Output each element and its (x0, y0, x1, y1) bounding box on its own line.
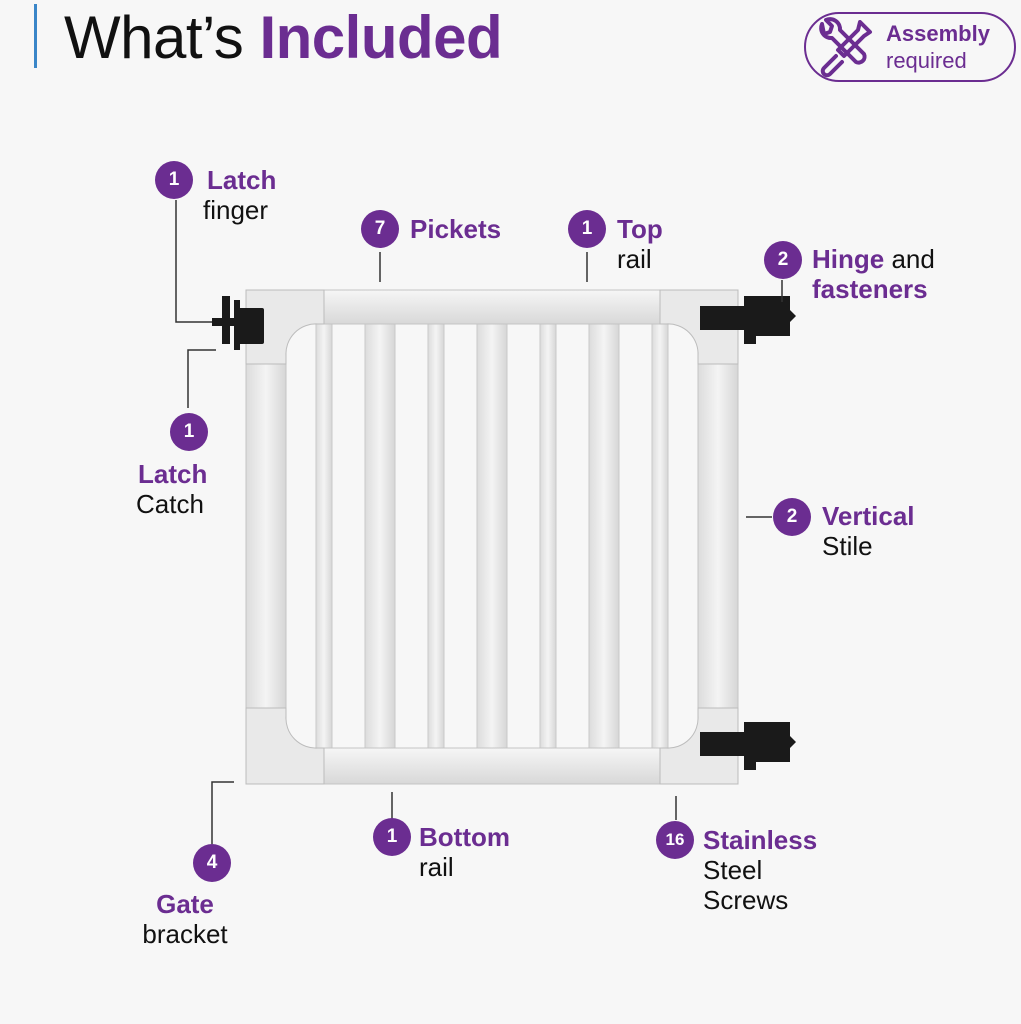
latch-catch-label: Latch Catch (136, 459, 208, 519)
bottom-rail-qty-badge: 1 (373, 818, 411, 856)
pickets-label: Pickets (410, 214, 502, 244)
vertical-stile-label: Vertical Stile (822, 501, 915, 561)
top-rail-qty-badge: 1 (568, 210, 606, 248)
top-rail (245, 289, 739, 325)
latch-finger-qty-badge: 1 (155, 161, 193, 199)
screws-label: Stainless Steel Screws (703, 825, 818, 915)
required-label: required (886, 48, 967, 73)
hinge-hardware (700, 296, 796, 770)
pickets (315, 323, 669, 749)
latch-catch-qty-badge: 1 (170, 413, 208, 451)
vertical-stile-qty-badge: 2 (773, 498, 811, 536)
latch-hardware (212, 296, 264, 350)
screws-qty-badge: 16 (656, 821, 694, 859)
bottom-rail (245, 747, 739, 785)
pickets-qty-badge: 7 (361, 210, 399, 248)
hinge-qty-badge: 2 (764, 241, 802, 279)
assembly-required-badge: Assembly required (804, 12, 1016, 82)
gate-bracket-label: Gate bracket (142, 889, 228, 949)
title-accent-bar (34, 4, 37, 68)
right-stile (697, 289, 739, 785)
gate-brackets (245, 289, 739, 785)
title-plain: What’s (64, 4, 244, 71)
leader-lines (175, 200, 783, 844)
assembly-label: Assembly (886, 21, 990, 46)
hinge-label: Hinge and fasteners (812, 244, 935, 304)
title-emphasis: Included (259, 4, 503, 71)
gate-bracket-qty-badge: 4 (193, 844, 231, 882)
top-rail-label: Top rail (617, 214, 663, 274)
page-title: What’s Included (64, 0, 503, 76)
bottom-rail-label: Bottom rail (419, 822, 510, 882)
latch-finger-label: Latch finger (203, 165, 277, 225)
wrench-screwdriver-icon (819, 17, 872, 78)
